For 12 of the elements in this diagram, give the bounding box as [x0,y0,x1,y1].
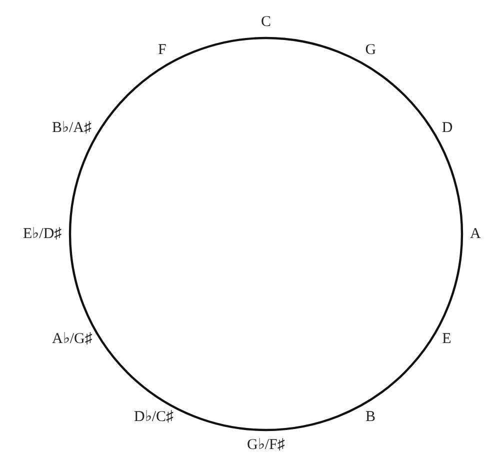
note-label: G♭/F♯ [247,438,285,453]
note-label: E♭/D♯ [23,226,62,242]
note-label: A [470,226,481,242]
note-label: C [261,15,272,30]
note-label: F [158,43,166,58]
note-label: D♭/C♯ [134,410,174,425]
note-label: G [365,43,376,58]
note-label: A♭/G♯ [52,332,92,348]
note-label: D [442,120,453,136]
note-label: E [442,332,452,348]
note-label: B [366,410,376,425]
note-label: B♭/A♯ [52,120,92,136]
